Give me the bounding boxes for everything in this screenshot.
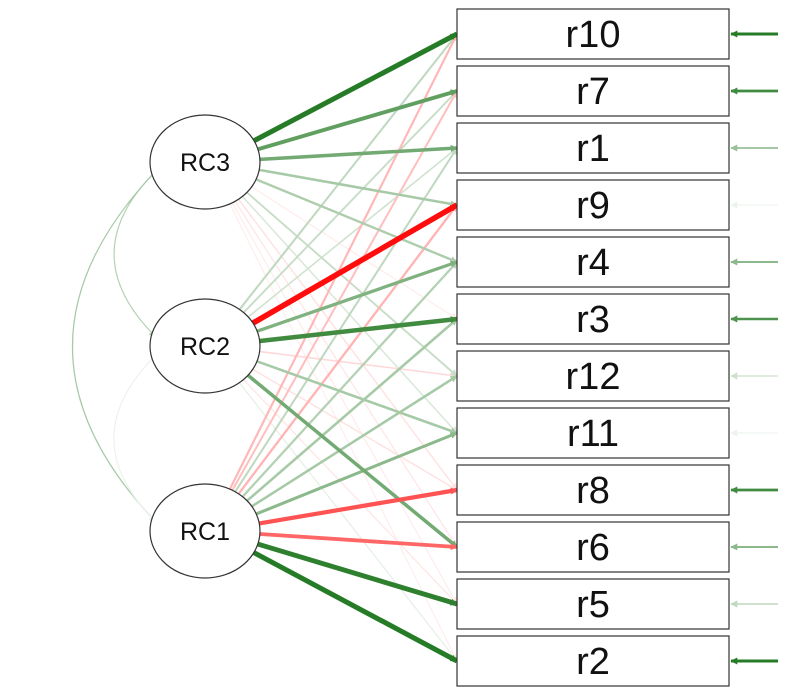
item-box-frame	[456, 350, 730, 402]
item-label: r6	[576, 527, 610, 569]
loading-rc1-r10	[228, 33, 458, 490]
item-box-r6: r6	[456, 521, 730, 573]
residual-arrows	[730, 30, 778, 665]
item-box-frame	[456, 8, 730, 60]
item-box-r9: r9	[456, 179, 730, 231]
loading-rc3-r1	[259, 144, 458, 162]
loading-rc2-r6	[246, 373, 459, 549]
loading-rc3-r8	[237, 198, 458, 491]
item-boxes: r10 r7 r1 r9 r4 r3 r12 r11 r8 r6 r5 r2	[456, 8, 730, 687]
item-box-r1: r1	[456, 122, 730, 174]
item-label: r8	[576, 470, 610, 512]
loading-rc2-r9	[251, 202, 459, 326]
loading-rc2-r5	[242, 379, 458, 605]
loading-rc2-r10	[238, 33, 458, 311]
factor-label: RC1	[180, 518, 230, 546]
item-box-frame	[456, 236, 730, 288]
loading-rc2-r12	[259, 350, 458, 379]
loading-rc1-r3	[246, 318, 458, 502]
correlation-rc2-rc1	[113, 348, 163, 523]
item-box-frame	[456, 122, 730, 174]
loading-rc1-r12	[251, 374, 458, 508]
item-box-r11: r11	[456, 407, 730, 459]
factor-ellipse	[149, 114, 261, 210]
loading-rc1-r8	[258, 487, 458, 526]
item-label: r3	[576, 299, 610, 341]
item-label: r1	[576, 128, 610, 170]
loading-rc3-r3	[251, 186, 458, 320]
item-label: r7	[576, 71, 610, 113]
loading-rc3-r9	[258, 168, 458, 208]
loading-rc2-r4	[256, 260, 458, 333]
loading-rc2-r8	[252, 368, 458, 491]
loading-rc2-r7	[242, 90, 458, 314]
item-box-r7: r7	[456, 65, 730, 117]
loading-rc3-r7	[257, 89, 458, 152]
loading-rc1-r6	[259, 532, 458, 551]
item-label: r5	[576, 584, 610, 626]
item-label: r9	[576, 185, 610, 227]
item-box-r3: r3	[456, 293, 730, 345]
loading-rc1-r11	[255, 431, 458, 516]
item-label: r11	[567, 413, 619, 455]
item-box-frame	[456, 635, 730, 687]
loading-rc3-r10	[252, 31, 459, 143]
item-label: r10	[566, 14, 621, 56]
loading-rc1-r7	[231, 90, 458, 491]
item-box-frame	[456, 179, 730, 231]
loading-rc1-r5	[257, 541, 458, 607]
factor-loadings	[228, 31, 459, 664]
item-label: r4	[576, 242, 610, 284]
factor-node-rc2: RC2	[149, 298, 261, 394]
loading-rc3-r2	[229, 203, 458, 662]
item-box-r8: r8	[456, 464, 730, 516]
item-box-frame	[456, 293, 730, 345]
item-box-r10: r10	[456, 8, 730, 60]
loading-rc1-r9	[237, 204, 458, 495]
item-box-r2: r2	[456, 635, 730, 687]
item-label: r12	[566, 356, 621, 398]
item-box-r5: r5	[456, 578, 730, 630]
factor-ellipse	[149, 298, 261, 394]
factor-node-rc3: RC3	[149, 114, 261, 210]
loading-rc3-r6	[234, 200, 458, 548]
item-box-frame	[456, 578, 730, 630]
factor-label: RC2	[180, 333, 230, 361]
loading-rc1-r1	[234, 147, 458, 493]
loading-rc2-r1	[247, 147, 458, 318]
item-box-frame	[456, 464, 730, 516]
factor-ellipse	[149, 483, 261, 579]
loading-rc3-r12	[246, 191, 458, 377]
item-label: r2	[576, 641, 610, 683]
factor-correlations	[72, 164, 163, 523]
item-box-frame	[456, 65, 730, 117]
loading-rc2-r11	[256, 360, 458, 435]
factor-label: RC3	[180, 149, 230, 177]
loading-rc3-r4	[255, 178, 458, 264]
loading-rc1-r2	[252, 550, 459, 664]
correlation-rc3-rc1	[72, 164, 163, 523]
correlation-rc3-rc2	[113, 164, 163, 338]
factor-node-rc1: RC1	[149, 483, 261, 579]
item-box-r4: r4	[456, 236, 730, 288]
item-box-frame	[456, 407, 730, 459]
item-box-frame	[456, 521, 730, 573]
item-box-r12: r12	[456, 350, 730, 402]
loading-rc2-r3	[259, 316, 458, 344]
loading-rc1-r4	[241, 261, 458, 498]
